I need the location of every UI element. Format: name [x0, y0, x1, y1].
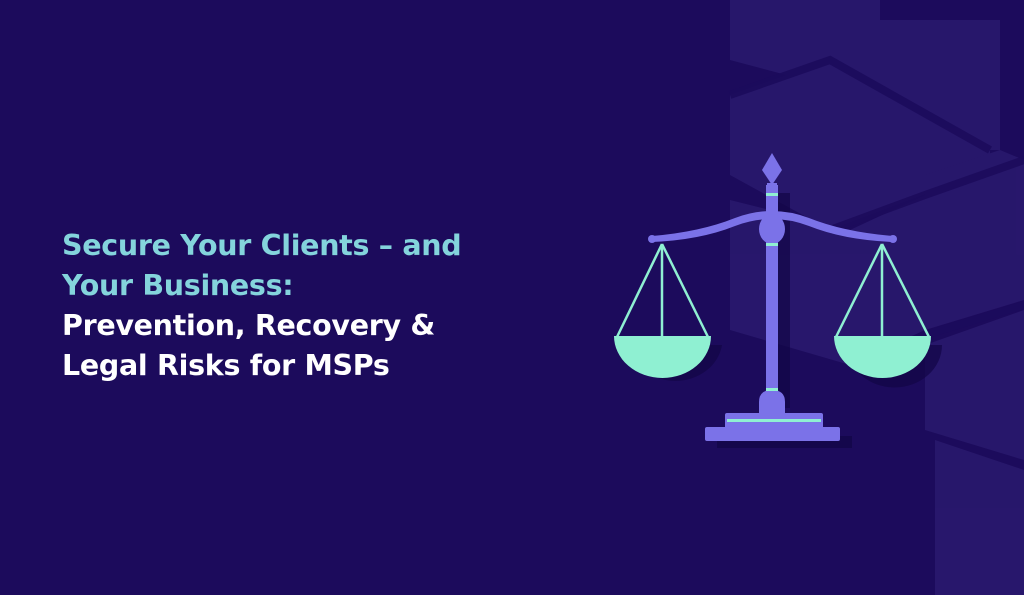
- right-pan: [834, 336, 931, 378]
- headline-line-1: Secure Your Clients – and: [62, 229, 462, 262]
- left-pan: [614, 336, 711, 378]
- headline: Secure Your Clients – and Your Business:…: [62, 226, 462, 386]
- headline-line-2: Your Business:: [62, 269, 294, 302]
- pan-strings: [615, 243, 931, 338]
- scale-body: [648, 153, 897, 441]
- scale-accents: [727, 193, 821, 422]
- headline-line-4: Legal Risks for MSPs: [62, 349, 390, 382]
- headline-line-3: Prevention, Recovery &: [62, 309, 435, 342]
